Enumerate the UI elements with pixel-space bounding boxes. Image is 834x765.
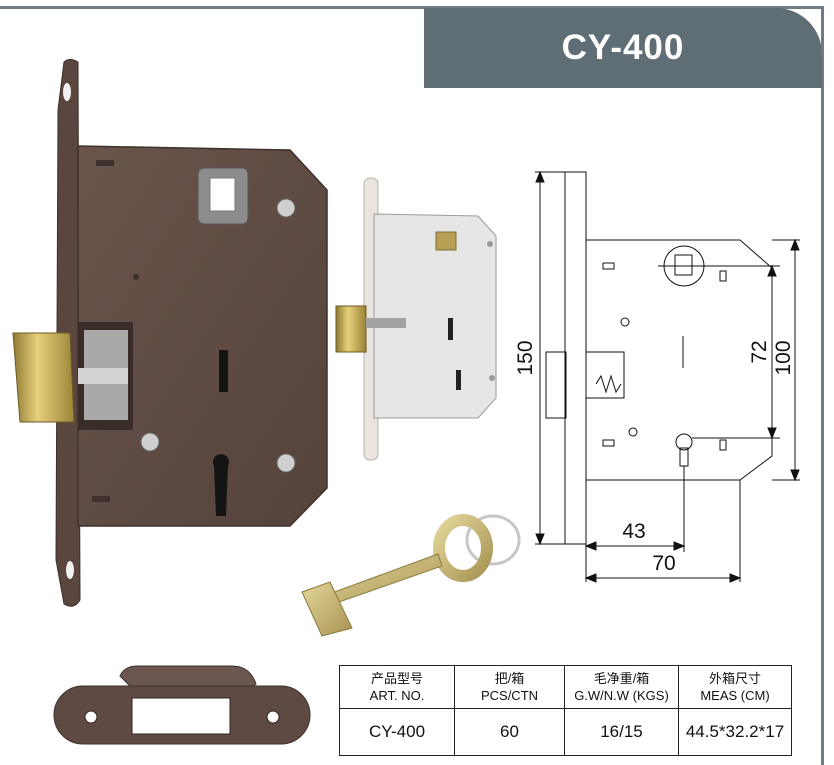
rivet-top-left: [96, 160, 114, 166]
lock-case: [77, 145, 328, 527]
mortise-lock-body-photo: [12, 59, 328, 607]
rivet-bottom-left: [92, 496, 110, 502]
dim-43-arrow-left: [584, 541, 597, 551]
drawing-latch: [585, 351, 625, 399]
drawing-slot-2: [719, 270, 727, 282]
key-bit: [301, 581, 353, 637]
strike-opening: [131, 697, 231, 735]
technical-drawing: [535, 170, 800, 583]
dim-43-label: 43: [622, 520, 645, 543]
spec-table-row: CY-400 60 16/15 44.5*32.2*17: [339, 708, 792, 756]
drawing-slot-4: [719, 439, 727, 451]
strike-hole-right: [266, 710, 280, 724]
rivet-center: [133, 274, 139, 280]
dim-150-arrow-bottom: [535, 533, 545, 546]
cell-weight: 16/15: [564, 708, 679, 756]
side-screw-1: [487, 241, 493, 247]
cell-meas: 44.5*32.2*17: [678, 708, 792, 756]
dim-100-arrow-bottom: [790, 469, 800, 482]
dim-150-label: 150: [514, 340, 537, 375]
side-keyhole: [456, 370, 461, 390]
dim-72-arrow-bottom: [767, 427, 777, 440]
screw-bottom-left: [140, 432, 160, 452]
cell-art-no: CY-400: [339, 708, 455, 756]
spindle-square: [209, 177, 236, 212]
screw-top-right: [276, 198, 296, 218]
frame-top-border: [0, 6, 824, 9]
key-ring: [465, 514, 521, 566]
dim-72-label: 72: [748, 340, 771, 363]
latch-bolt-brass: [12, 332, 75, 423]
drawing-faceplate: [564, 171, 587, 545]
drawing-slot-1: [602, 262, 615, 270]
mortise-lock-side-photo: [335, 177, 497, 461]
frame-right-border: [821, 6, 824, 765]
dim-72-arrow-top: [767, 264, 777, 277]
latch-spring-bar: [78, 368, 128, 384]
drawing-hole-1: [620, 317, 630, 327]
side-spindle: [435, 231, 457, 251]
product-title: CY-400: [561, 28, 685, 67]
keyhole: [213, 454, 229, 516]
key-bow: [433, 514, 493, 582]
dim-43-arrow-right: [673, 541, 686, 551]
cell-pcs-ctn: 60: [454, 708, 565, 756]
dim-70-arrow-left: [584, 573, 597, 583]
title-banner: CY-400: [424, 8, 822, 88]
drawing-slot-3: [602, 439, 615, 447]
faceplate-hole-bottom: [66, 561, 74, 579]
strike-plate-photo: [53, 665, 311, 745]
drawing-latch-face: [545, 351, 567, 419]
keyway-slot-upper: [219, 350, 228, 392]
drawing-keyhole-slot: [679, 447, 689, 467]
side-latch-brass: [335, 305, 367, 353]
drawing-hole-2: [628, 427, 638, 437]
side-screw-2: [489, 375, 495, 381]
dim-70-arrow-right: [729, 573, 742, 583]
key-photo: [301, 514, 521, 637]
dim-150-arrow-top: [535, 170, 545, 183]
drawing-spindle-square: [674, 254, 693, 276]
drawing-keyhole-circle: [675, 433, 693, 451]
dim-100-arrow-top: [790, 238, 800, 251]
side-latch-arm: [366, 318, 406, 328]
dim-100-label: 100: [772, 340, 795, 375]
drawing-latch-spring: [595, 374, 622, 394]
screw-bottom-right: [276, 453, 296, 473]
faceplate-hole-top: [63, 83, 71, 101]
side-case: [373, 213, 497, 419]
side-keyway: [448, 318, 453, 340]
strike-hole-left: [84, 710, 98, 724]
dim-70-label: 70: [652, 552, 675, 575]
